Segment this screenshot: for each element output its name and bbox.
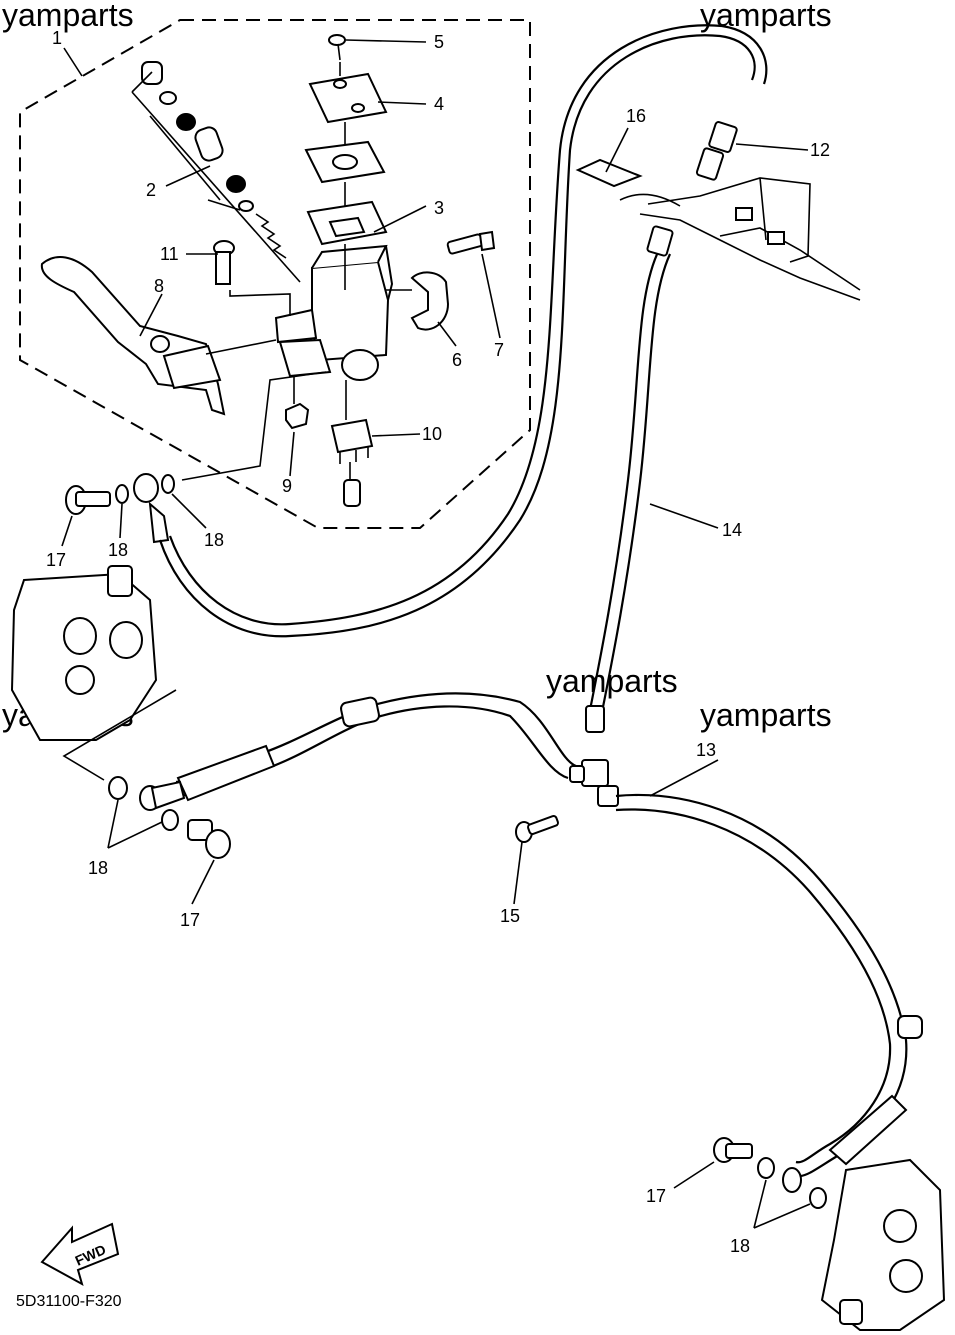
left-caliper-assembly-line — [62, 689, 177, 781]
piston-bracket-line-3 — [207, 199, 241, 211]
callout-9: 9 — [282, 476, 292, 496]
callout-5: 5 — [434, 32, 444, 52]
piston-kit — [141, 61, 287, 259]
reservoir-diaphragm — [306, 200, 388, 246]
callout-18-left: 18 — [88, 858, 108, 878]
callout-2: 2 — [146, 180, 156, 200]
callout-11: 11 — [160, 244, 179, 264]
lever-pivot-bolt — [213, 240, 235, 285]
brake-light-switch — [330, 418, 374, 507]
right-hose-sleeve — [897, 1015, 923, 1039]
banjo-assembly-line — [181, 371, 327, 481]
watermark-center: yamparts — [546, 663, 678, 699]
lever-nut — [285, 402, 310, 430]
crush-washer-left-1 — [108, 776, 128, 800]
callout-6: 6 — [452, 350, 462, 370]
crush-washer-right-2 — [809, 1187, 827, 1209]
crush-washer-right-1 — [757, 1157, 775, 1179]
joint-bolt — [515, 815, 559, 843]
reservoir-cap — [308, 72, 388, 124]
piston-assembly-line — [131, 91, 301, 283]
master-cylinder — [274, 244, 394, 381]
banjo-bolt-upper — [65, 485, 111, 515]
diaphragm-holder — [304, 140, 386, 184]
callout-7: 7 — [494, 340, 504, 360]
brake-lever — [40, 256, 226, 416]
callout-4: 4 — [434, 94, 444, 114]
crush-washer-left-2 — [161, 809, 179, 831]
watermark-top-left: yamparts — [2, 0, 134, 33]
forward-direction-arrow: FWD — [40, 1222, 120, 1287]
brake-pipe — [588, 251, 660, 711]
callout-1: 1 — [52, 28, 62, 48]
callout-18-right: 18 — [730, 1236, 750, 1256]
callout-10: 10 — [422, 424, 442, 444]
right-caliper-hose-outline — [615, 808, 892, 1164]
brake-pipe-outline — [600, 253, 672, 713]
callout-3: 3 — [434, 198, 444, 218]
callout-17-left: 17 — [180, 910, 200, 930]
hose-guide-bracket — [575, 158, 643, 188]
brake-pipe-upper-fitting — [646, 225, 674, 257]
right-caliper-hose — [615, 793, 908, 1178]
crush-washer-upper-2 — [161, 474, 175, 494]
cap-screw — [328, 34, 346, 61]
callout-12: 12 — [810, 140, 830, 160]
callout-15: 15 — [500, 906, 520, 926]
master-cylinder-hose — [158, 34, 756, 638]
piston-bracket-line — [131, 71, 153, 93]
callout-17-right: 17 — [646, 1186, 666, 1206]
banjo-fitting-upper — [133, 473, 170, 544]
diagram-code: 5D31100-F320 — [16, 1293, 122, 1310]
master-cylinder-holder — [410, 271, 450, 331]
crush-washer-upper-1 — [115, 484, 129, 504]
banjo-bolt-right — [713, 1137, 753, 1163]
callout-18-upper-1: 18 — [108, 540, 128, 560]
frame-section — [619, 177, 861, 301]
callout-13: 13 — [696, 740, 716, 760]
hose-upper-fitting — [695, 121, 738, 181]
callout-8: 8 — [154, 276, 164, 296]
master-cylinder-hose-outline — [168, 24, 768, 626]
callout-16: 16 — [626, 106, 646, 126]
right-hose-spring-guard — [828, 1094, 908, 1166]
callout-17-upper: 17 — [46, 550, 66, 570]
bolt-assembly-line — [229, 290, 291, 316]
callout-18-upper-2: 18 — [204, 530, 224, 550]
banjo-bolt-left — [187, 819, 231, 859]
holder-bolt — [446, 230, 496, 255]
piston-bracket-line-2 — [149, 115, 221, 201]
watermark-top-right: yamparts — [700, 0, 832, 33]
watermark-right: yamparts — [700, 697, 832, 733]
left-hose-sleeve — [340, 696, 380, 728]
right-brake-caliper — [820, 1158, 946, 1331]
master-cylinder-assembly-boundary — [19, 19, 531, 529]
right-banjo-fitting — [782, 1167, 802, 1193]
left-brake-caliper — [10, 565, 158, 741]
callout-14: 14 — [722, 520, 742, 540]
left-hose-spring-guard — [176, 744, 276, 802]
brake-pipe-lower-fitting — [585, 705, 605, 733]
left-banjo-fitting — [139, 780, 186, 811]
lever-pivot-line — [205, 339, 277, 355]
three-way-joint — [569, 759, 619, 807]
leader-lines — [61, 39, 811, 1229]
